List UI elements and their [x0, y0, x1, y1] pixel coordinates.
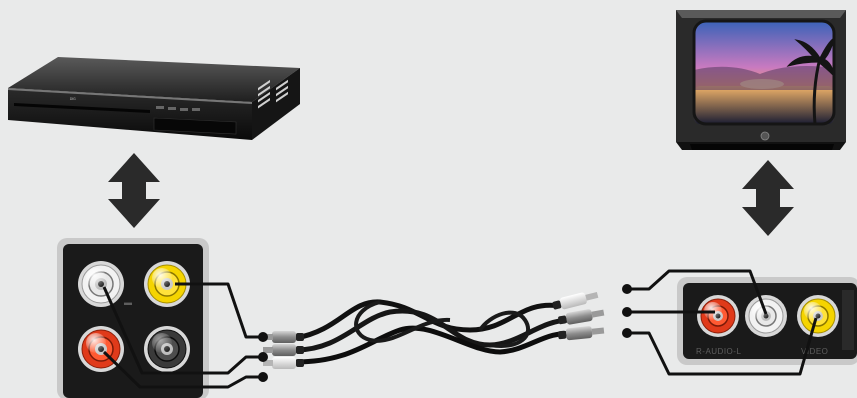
tv-jack-white — [745, 295, 787, 337]
right-plug-grey-middle — [557, 307, 604, 327]
av-cable — [296, 302, 575, 362]
tv-screen — [694, 21, 834, 124]
source-connector-dots — [258, 332, 268, 382]
svg-text:▬: ▬ — [124, 298, 133, 307]
right-plug-grey-bottom — [558, 325, 605, 342]
left-plug-white-bottom — [263, 357, 304, 369]
left-plug-grey-middle — [263, 344, 304, 356]
right-plug-white-top — [552, 289, 600, 312]
left-plug-grey-top — [263, 331, 304, 343]
double-arrow-right — [742, 160, 794, 236]
double-arrow-left — [108, 153, 160, 228]
tv-connector-dots — [622, 284, 632, 338]
dvd-brand-mark: ᴰᴵᴳ — [70, 97, 76, 103]
tv-jack-red — [697, 295, 739, 337]
crt-television — [676, 10, 846, 150]
tv-power-button — [761, 132, 769, 140]
tv-audio-label: R-AUDIO-L — [696, 347, 741, 356]
source-jack-white — [78, 261, 124, 307]
dvd-player: ᴰᴵᴳ — [8, 57, 300, 140]
left-plug-group — [263, 331, 304, 369]
source-jack-black — [144, 326, 190, 372]
right-plug-group — [552, 289, 605, 341]
tv-jack-yellow — [797, 295, 839, 337]
tv-jack-panel: R-AUDIO-L VIDEO — [677, 277, 857, 365]
